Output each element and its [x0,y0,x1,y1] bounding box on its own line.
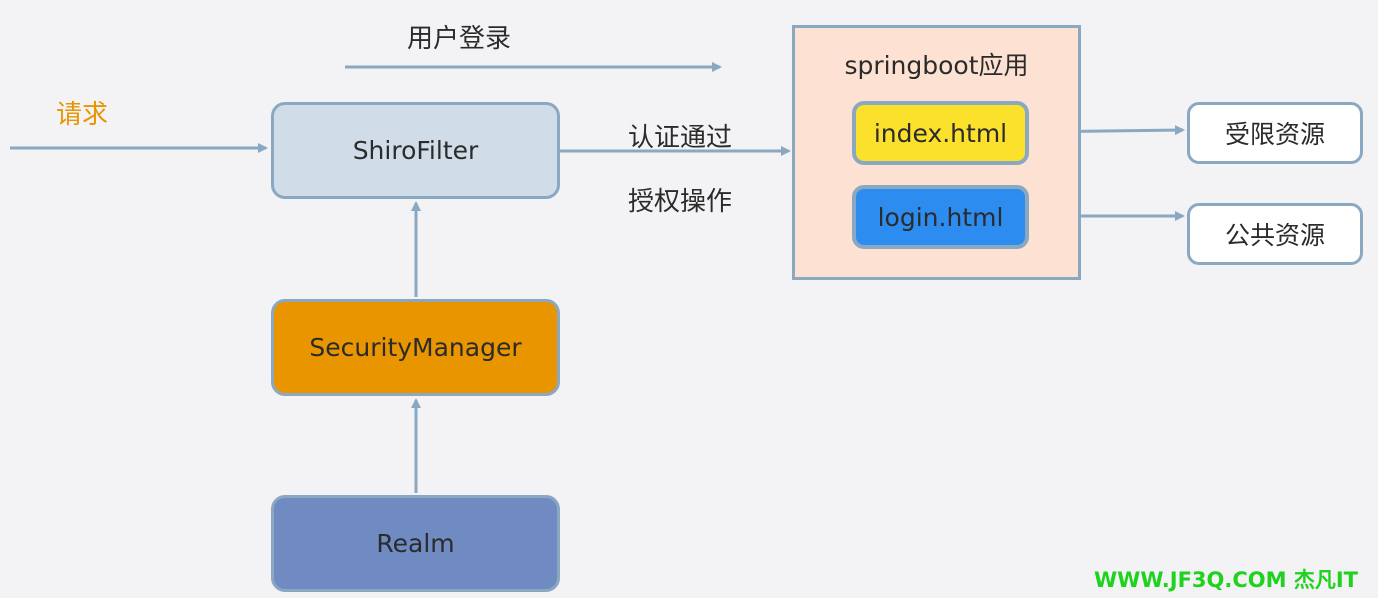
site-watermark: WWW.JF3Q.COM 杰凡IT [1094,568,1358,592]
request-label: 请求 [56,100,109,130]
springboot-app-title: springboot应用 [844,51,1029,80]
restricted-resource-node: 受限资源 [1187,102,1363,164]
auth-pass-label: 认证通过 [628,123,733,153]
realm-label: Realm [376,529,455,558]
shiro-filter-label: ShiroFilter [352,136,479,165]
login-page-label: login.html [877,202,1004,232]
index-page-node: index.html [852,101,1029,165]
security-manager-node: SecurityManager [271,299,560,396]
index-page-label: index.html [873,118,1008,148]
login-page-node: login.html [852,185,1029,249]
shiro-filter-node: ShiroFilter [271,102,560,199]
restricted-resource-label: 受限资源 [1224,120,1325,149]
user-login-label: 用户登录 [407,24,512,54]
security-manager-label: SecurityManager [309,333,522,362]
authorization-label: 授权操作 [628,187,733,217]
realm-node: Realm [271,495,560,592]
public-resource-label: 公共资源 [1224,221,1325,250]
public-resource-node: 公共资源 [1187,203,1363,265]
